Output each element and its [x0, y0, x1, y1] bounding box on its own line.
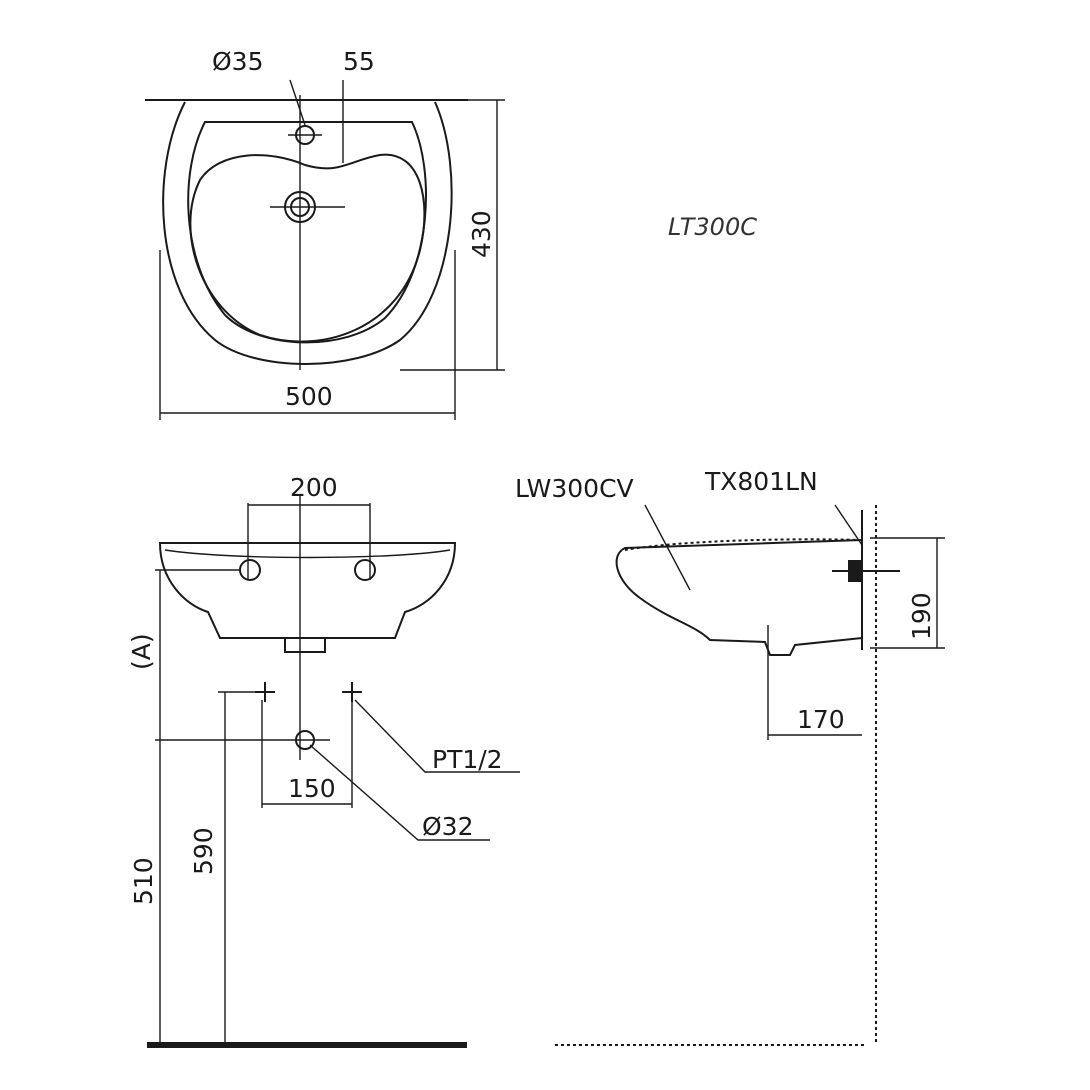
- supply-point-right: [342, 682, 362, 702]
- drain-leader: [309, 744, 490, 841]
- supply-point-left: [255, 682, 275, 702]
- side-view: LW300CV TX801LN 190 170: [515, 467, 945, 1046]
- basin-outer-outline: [162, 101, 453, 365]
- bracket-code-label: TX801LN: [704, 467, 818, 496]
- supply-leader: [354, 699, 520, 773]
- drain-height-label: 510: [129, 857, 158, 905]
- basin-leader: [644, 504, 691, 591]
- supply-spacing-label: 150: [288, 774, 336, 803]
- basin-code-label: LW300CV: [515, 474, 634, 503]
- model-label: LT300C: [668, 213, 757, 241]
- drain-offset-label: 170: [797, 705, 845, 734]
- supply-label: PT1/2: [432, 745, 503, 774]
- height-a-label: (A): [127, 633, 156, 670]
- tap-hole-label: Ø35: [212, 47, 264, 76]
- basin-side-outline: [615, 539, 863, 656]
- basin-hidden-rim: [624, 538, 859, 551]
- front-view: 200 (A) 510 590 150 PT1/2 Ø32: [127, 473, 520, 1048]
- depth-label: 430: [467, 210, 496, 258]
- basin-height-label: 190: [907, 592, 936, 640]
- drain-label: Ø32: [422, 812, 474, 841]
- supply-height-label: 590: [189, 827, 218, 875]
- width-label: 500: [285, 382, 333, 411]
- wall-bracket: [832, 560, 900, 582]
- bracket-leader: [834, 504, 863, 546]
- tap-hole-right: [354, 559, 376, 581]
- top-view: Ø35 55 430 500 LT300C: [145, 47, 757, 420]
- drain-stub: [284, 637, 326, 653]
- tap-hole-left: [239, 559, 261, 581]
- basin-front-outline: [158, 542, 457, 639]
- basin-rim-line: [164, 549, 451, 559]
- tap-offset-label: 55: [343, 47, 375, 76]
- hole-spacing-label: 200: [290, 473, 338, 502]
- tap-leader: [289, 79, 306, 126]
